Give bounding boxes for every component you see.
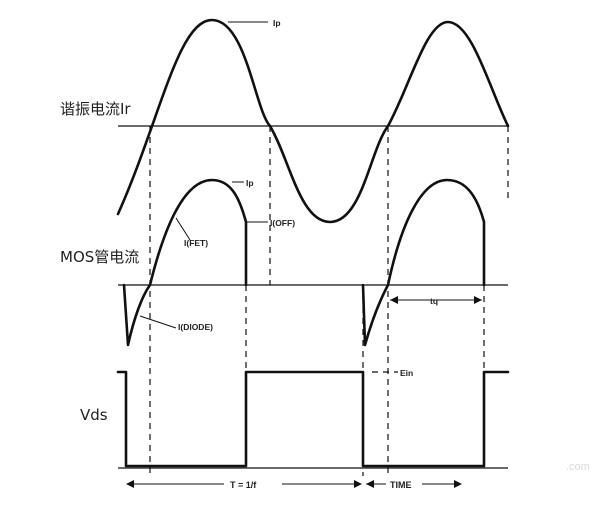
tq-arrow-right [474, 296, 482, 304]
vds-label: Vds [80, 406, 108, 424]
time-arrow-left [366, 480, 374, 488]
ein-annotation: Ein [400, 368, 413, 378]
i-fet-leader [175, 217, 191, 241]
i-diode-annotation: I(DIODE) [178, 322, 213, 332]
period-arrow-right [354, 480, 362, 488]
vds-waveform [116, 370, 510, 468]
period-annotation: T = 1/f [230, 480, 257, 490]
time-annotation: TIME [390, 480, 412, 490]
mos-current-waveform-2 [361, 178, 486, 347]
tq-arrow-left [390, 296, 398, 304]
i-fet-annotation: I(FET) [184, 238, 208, 248]
time-arrow-right [454, 480, 462, 488]
resonant-current-waveform [116, 18, 510, 224]
tq-annotation: tq [430, 296, 438, 306]
mos-current-waveform [122, 178, 248, 347]
i-off-annotation: I(OFF) [270, 218, 295, 228]
period-arrow-left [126, 480, 134, 488]
ip-top-annotation: Ip [273, 18, 281, 28]
mos-current-label: MOS管电流 [60, 248, 139, 266]
resonant-current-label: 谐振电流Ir [60, 100, 131, 118]
watermark-text: .com [566, 461, 590, 473]
i-diode-leader [139, 315, 177, 329]
ip-mid-annotation: Ip [246, 178, 254, 188]
